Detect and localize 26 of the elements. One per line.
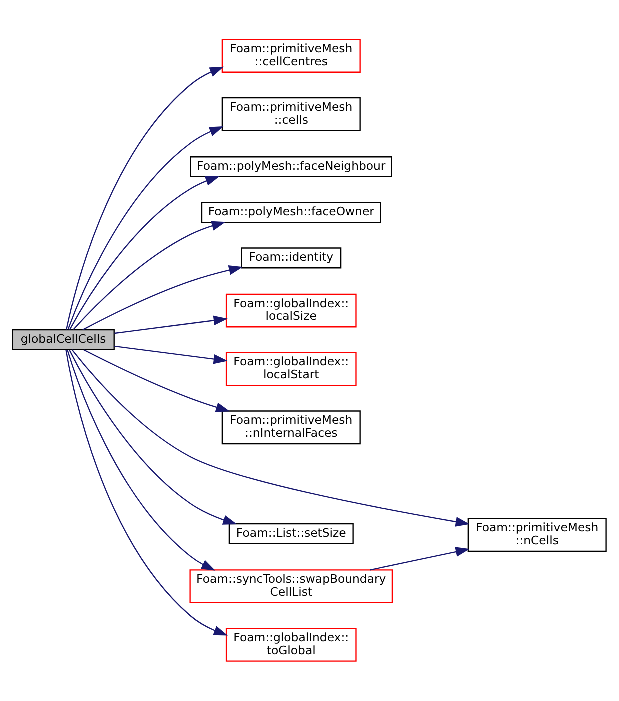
node-box: Foam::primitiveMesh ::nInternalFaces [222, 410, 361, 445]
node-box: Foam::identity [241, 248, 342, 269]
arrow [66, 350, 228, 636]
arrow [114, 346, 228, 364]
arrow [68, 126, 224, 330]
arrow [82, 266, 244, 331]
node-box: Foam::globalIndex:: localStart [226, 352, 357, 386]
node-box: Foam::polyMesh::faceOwner [201, 202, 382, 224]
arrow [67, 350, 216, 571]
arrow [114, 316, 228, 334]
node-box: Foam::primitiveMesh ::nCells [468, 518, 607, 552]
arrow [84, 350, 230, 412]
node-box: Foam::polyMesh::faceNeighbour [190, 156, 392, 178]
node-box: Foam::globalIndex:: toGlobal [226, 628, 357, 662]
arrow [69, 350, 238, 525]
arrow [370, 547, 470, 571]
arrow [69, 176, 220, 330]
arrow [66, 66, 224, 330]
arrow [72, 350, 470, 527]
node-box: Foam::globalIndex:: localSize [226, 294, 357, 328]
node-box: Foam::primitiveMesh ::cells [222, 98, 361, 132]
node-box: Foam::List::setSize [228, 523, 354, 544]
arrow [73, 221, 226, 330]
node-box: globalCellCells [12, 329, 115, 350]
node-box: Foam::primitiveMesh ::cellCentres [222, 39, 361, 73]
node-box: Foam::syncTools::swapBoundary CellList [190, 570, 394, 604]
